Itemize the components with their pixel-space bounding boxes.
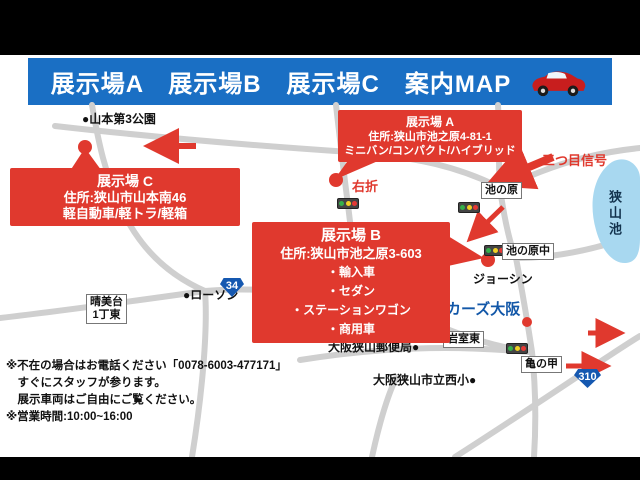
label-iwamuro-higashi: 岩室東 bbox=[443, 331, 484, 348]
label-right-turn: 右折 bbox=[352, 179, 379, 194]
label-lawson: ●ローソン bbox=[183, 288, 239, 302]
notes-text: ※不在の場合はお電話ください「0078-6003-477171」 すぐにスタッフ… bbox=[6, 360, 287, 423]
label-kame-no-ko: 亀の甲 bbox=[521, 356, 562, 373]
map-image: 展示場A 展示場B 展示場C 案内MAP bbox=[0, 55, 640, 457]
callout-c-title: 展示場 C bbox=[97, 173, 153, 189]
car-icon bbox=[532, 70, 586, 96]
callout-a-title: 展示場 A bbox=[405, 115, 454, 129]
traffic-signal-icon bbox=[337, 198, 359, 209]
callout-c-vehicles: 軽自動車/軽トラ/軽箱 bbox=[62, 206, 188, 221]
label-ikenohara: 池の原 bbox=[481, 182, 522, 199]
label-ikenohara-naka: 池の原中 bbox=[502, 243, 554, 260]
direction-arrows bbox=[143, 128, 626, 381]
callout-showroom-b: 展示場 B 住所:狭山市池之原3-603 ・輸入車 ・セダン ・ステーションワゴ… bbox=[252, 222, 450, 343]
label-joshin: ジョーシン bbox=[473, 272, 533, 286]
callout-b-address: 住所:狭山市池之原3-603 bbox=[280, 246, 422, 261]
callout-a-vehicles: ミニバン/コンパクト/ハイブリッド bbox=[344, 145, 516, 157]
traffic-signal-icon bbox=[458, 202, 480, 213]
map-title: 展示場A 展示場B 展示場C 案内MAP bbox=[50, 71, 512, 98]
callout-b-title: 展示場 B bbox=[320, 227, 381, 244]
callout-c-address: 住所:狭山市山本南46 bbox=[63, 190, 187, 205]
label-post-office: 大阪狭山郵便局● bbox=[328, 340, 420, 354]
label-nishi-elementary: 大阪狭山市立西小● bbox=[373, 373, 477, 387]
callout-showroom-a: 展示場 A 住所:狭山市池之原4-81-1 ミニバン/コンパクト/ハイブリッド bbox=[338, 110, 522, 162]
sayama-lake bbox=[592, 159, 640, 264]
callout-b-vehicle-list: ・輸入車 ・セダン ・ステーションワゴン ・商用車 bbox=[291, 265, 411, 336]
label-third-signal: 三つ目信号 bbox=[542, 153, 608, 168]
callout-showroom-c: 展示場 C 住所:狭山市山本南46 軽自動車/軽トラ/軽箱 bbox=[10, 168, 240, 226]
label-sayama-lake: 狭山池 bbox=[607, 190, 622, 238]
callout-a-address: 住所:狭山市池之原4-81-1 bbox=[368, 131, 492, 143]
label-yamamoto-park: ●山本第3公園 bbox=[82, 112, 156, 126]
location-dots bbox=[78, 140, 532, 327]
traffic-signal-icon bbox=[506, 343, 528, 354]
label-cars-osaka: カーズ大阪 bbox=[446, 301, 521, 318]
label-harumidai: 晴美台 1丁東 bbox=[86, 294, 127, 324]
header-banner: 展示場A 展示場B 展示場C 案内MAP bbox=[28, 58, 612, 105]
